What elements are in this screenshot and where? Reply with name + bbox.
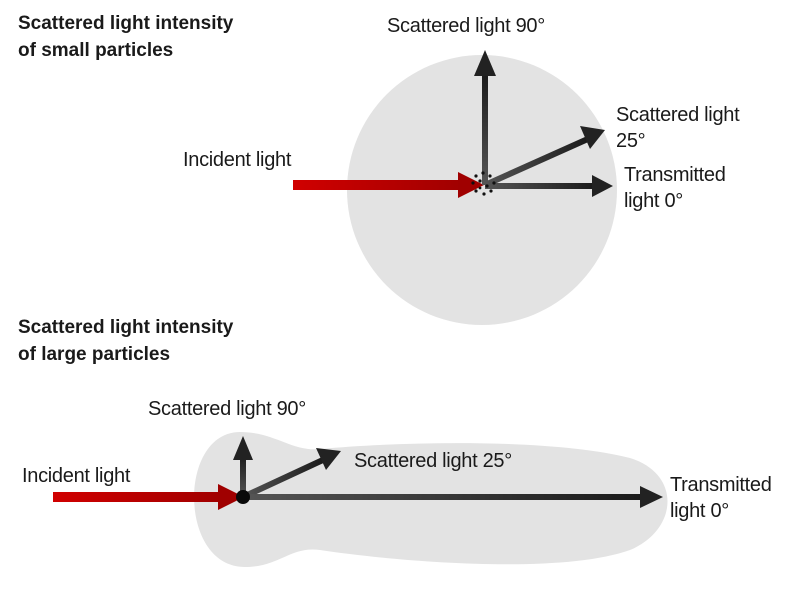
small-title-line2: of small particles (18, 40, 174, 61)
small-0-label-line2: light 0° (624, 190, 683, 212)
large-title-line2: of large particles (18, 344, 171, 365)
small-title-line1: Scattered light intensity (18, 13, 234, 34)
large-0-label-line2: light 0° (670, 500, 729, 522)
small-25-arrow (483, 126, 605, 188)
large-incident-label: Incident light (22, 465, 131, 487)
small-incident-arrow (293, 172, 484, 198)
small-particles-icon (471, 171, 496, 196)
small-90-label: Scattered light 90° (387, 15, 545, 37)
small-0-label-line1: Transmitted (624, 164, 726, 186)
small-incident-label: Incident light (183, 149, 292, 171)
large-90-arrow (233, 436, 253, 497)
small-25-label-line2: 25° (616, 130, 646, 152)
large-incident-arrow (53, 484, 244, 510)
large-90-label: Scattered light 90° (148, 398, 306, 420)
large-title-line1: Scattered light intensity (18, 317, 234, 338)
large-0-label-line1: Transmitted (670, 474, 772, 496)
small-0-arrow (485, 175, 613, 197)
small-90-arrow (474, 50, 496, 185)
small-25-label-line1: Scattered light (616, 104, 740, 126)
large-particle-icon (236, 490, 250, 504)
small-scatter-pattern (347, 55, 617, 325)
large-25-label: Scattered light 25° (354, 450, 512, 472)
large-0-arrow (243, 486, 663, 508)
large-25-arrow (241, 448, 341, 500)
